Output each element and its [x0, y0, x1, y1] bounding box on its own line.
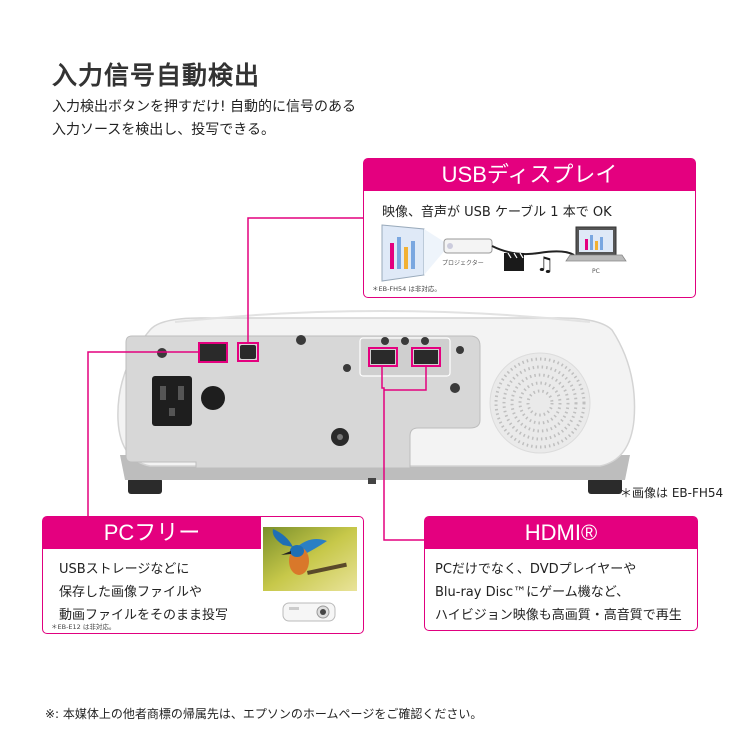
hdmi-card: HDMI® PCだけでなく、DVDプレイヤーや Blu-ray Disc™にゲー… [424, 516, 698, 631]
usb-cable [491, 245, 575, 256]
hdmi-line-3: ハイビジョン映像も高画質・高音質で再生 [435, 608, 682, 623]
kingfisher-photo [263, 527, 357, 591]
power-inlet [152, 376, 192, 426]
usb-a-port [200, 344, 226, 361]
hdmi-port-1 [371, 350, 395, 364]
hdmi-line-1: PCだけでなく、DVDプレイヤーや [435, 562, 637, 577]
lead-line-1: 入力検出ボタンを押すだけ! 自動的に信号のある [52, 99, 357, 115]
projector-icon [443, 238, 493, 254]
pc-label: PC [592, 268, 600, 275]
lead-line-2: 入力ソースを検出し、投写できる。 [52, 122, 276, 138]
hdmi-heading: HDMI® [425, 517, 697, 549]
leader-usb-display [247, 217, 363, 344]
pc-free-heading: PCフリー [43, 517, 261, 549]
movie-clapper-icon [504, 252, 524, 271]
projector-foot-right [588, 478, 622, 494]
image-note: ＊画像は EB-FH54 [620, 486, 724, 500]
projector-top-edge [174, 310, 591, 323]
leader-hdmi-2 [384, 366, 427, 391]
lead-text: 入力検出ボタンを押すだけ! 自動的に信号のある 入力ソースを検出し、投写できる。 [52, 96, 356, 142]
projector-foot-left [128, 478, 162, 494]
usb-display-note: ＊EB-FH54 は非対応。 [372, 285, 441, 293]
hdmi-port-2 [414, 350, 438, 364]
usb-display-heading: USBディスプレイ [364, 159, 695, 191]
hdmi-line-2: Blu-ray Disc™にゲーム機など、 [435, 585, 630, 600]
usb-display-card: USBディスプレイ 映像、音声が USB ケーブル 1 本で OK プロジェクタ… [363, 158, 696, 298]
usb-b-port [240, 345, 256, 359]
trademark-footer: ※: 本媒体上の他者商標の帰属先は、エプソンのホームページをご確認ください。 [45, 707, 483, 721]
page-title: 入力信号自動検出 [52, 61, 261, 90]
security-slot [201, 386, 225, 410]
leader-hdmi-1 [381, 366, 424, 541]
leader-pc-free [87, 351, 199, 516]
hdmi-body: PCだけでなく、DVDプレイヤーや Blu-ray Disc™にゲーム機など、 … [435, 558, 682, 627]
pc-free-body: USBストレージなどに 保存した画像ファイルや 動画ファイルをそのまま投写 [59, 558, 228, 627]
music-note-icon: ♫ [536, 252, 554, 276]
laptop-icon [565, 226, 627, 262]
pc-free-card: PCフリー USBストレージなどに 保存した画像ファイルや 動画ファイルをそのま… [42, 516, 364, 634]
usb-display-body: 映像、音声が USB ケーブル 1 本で OK [382, 205, 612, 220]
pc-free-line-1: USBストレージなどに [59, 562, 190, 577]
pc-free-line-2: 保存した画像ファイルや [59, 585, 203, 600]
small-projector-photo [282, 602, 336, 622]
projector-label: プロジェクター [442, 259, 484, 267]
projected-screen-image [381, 224, 425, 282]
usb-display-diagram: プロジェクター ♫ PC [381, 224, 627, 282]
pc-free-line-3: 動画ファイルをそのまま投写 [59, 608, 229, 623]
pc-free-note: ＊EB-E12 は非対応。 [51, 623, 116, 631]
